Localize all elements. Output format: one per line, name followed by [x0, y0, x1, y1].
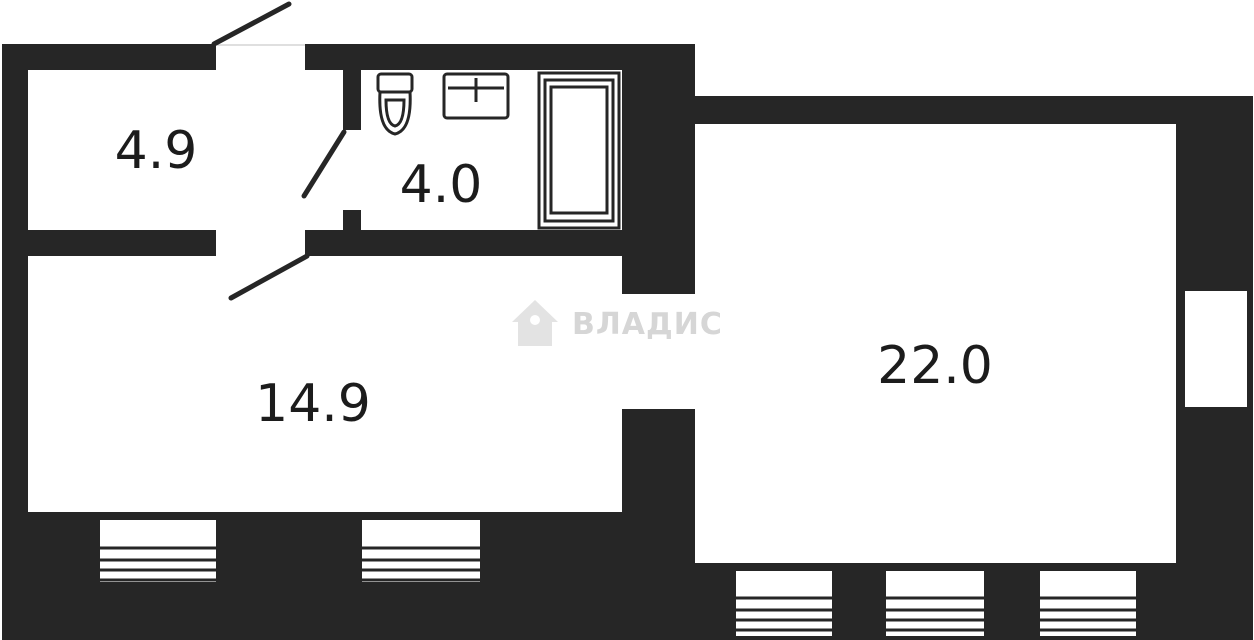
wall-storage-bottom: [2, 230, 216, 256]
area-label-room-left: 14.9: [255, 374, 371, 434]
door-swings: [211, 1, 347, 301]
wall-bath-jamb-top: [343, 68, 361, 130]
window-bottom-1: [100, 520, 216, 582]
watermark: ВЛАДИС: [512, 300, 723, 346]
wall-bottom-left: [2, 512, 627, 640]
window-bottom-5: [1040, 571, 1136, 636]
door-bathroom: [301, 129, 347, 199]
area-label-storage: 4.9: [115, 121, 198, 181]
wall-bath-bottom: [305, 230, 625, 256]
sink-icon: [442, 72, 510, 120]
area-label-bathroom: 4.0: [400, 155, 483, 215]
window-bottom-4: [886, 571, 984, 636]
toilet-icon: [376, 72, 414, 136]
wall-top-left: [2, 44, 216, 70]
bathtub-icon: [537, 71, 621, 230]
house-logo-icon: [512, 300, 558, 346]
window-right: [1183, 289, 1249, 409]
door-entry: [211, 1, 292, 47]
window-bottom-2: [362, 520, 480, 582]
wall-bath-jamb-bottom: [343, 210, 361, 232]
windows: [100, 289, 1249, 636]
window-bottom-3: [736, 571, 832, 636]
wall-right-top: [693, 96, 1253, 124]
door-left-room: [228, 253, 310, 301]
watermark-text: ВЛАДИС: [572, 307, 723, 342]
wall-column-upper: [622, 44, 695, 294]
area-label-room-right: 22.0: [877, 336, 993, 396]
wall-column-lower: [622, 409, 695, 640]
